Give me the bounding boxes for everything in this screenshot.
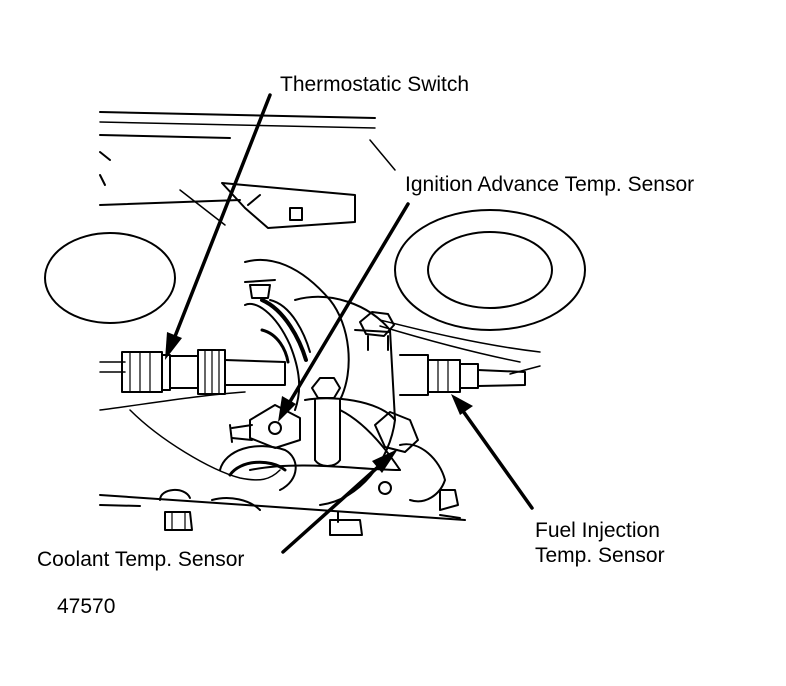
hose-cap: [244, 279, 276, 299]
fuel-injection-sensor-label: Fuel Injection Temp. Sensor: [535, 518, 665, 568]
arrowhead-fuel-injection: [451, 394, 473, 415]
ignition-advance-sensor: [229, 404, 301, 449]
left-reservoir: [44, 232, 176, 324]
radiator-hose: [244, 258, 350, 411]
arrowhead-coolant: [372, 449, 398, 473]
frame-rail: [99, 494, 466, 521]
frame-bracket-right: [329, 511, 363, 536]
upper-bracket: [221, 182, 356, 229]
arrowhead-ignition-advance: [278, 396, 296, 422]
callout-arrows: [170, 93, 534, 554]
right-reservoir: [394, 209, 586, 331]
housing-bolt-top: [359, 311, 395, 351]
arrowhead-thermostatic-switch: [165, 332, 182, 360]
frame-bracket-left: [159, 489, 193, 531]
body-panel-lines: [99, 111, 396, 226]
arrow-thermostatic-switch: [170, 93, 272, 346]
fuel-injection-sensor-body: [379, 319, 541, 396]
sensor-wire: [129, 409, 281, 481]
coolant-sensor-label: Coolant Temp. Sensor: [37, 548, 245, 571]
lower-hose: [211, 445, 297, 511]
arrow-ignition-advance: [283, 202, 410, 412]
arrow-fuel-injection: [456, 402, 534, 510]
ignition-advance-sensor-label: Ignition Advance Temp. Sensor: [405, 173, 695, 196]
fuel-injection-label-line1: Fuel Injection: [535, 519, 660, 542]
thermostat-housing: [249, 295, 401, 506]
figure-number: 47570: [57, 595, 116, 618]
callout-arrowheads: [165, 332, 473, 473]
thermostatic-switch-body: [99, 349, 286, 395]
thermostatic-switch-label: Thermostatic Switch: [280, 73, 470, 96]
housing-stud: [311, 377, 341, 467]
fuel-injection-label-line2: Temp. Sensor: [535, 544, 665, 567]
coolant-sensor-elbow: [374, 411, 459, 511]
sensor-wire-return: [99, 391, 246, 411]
arrow-coolant: [281, 456, 390, 554]
